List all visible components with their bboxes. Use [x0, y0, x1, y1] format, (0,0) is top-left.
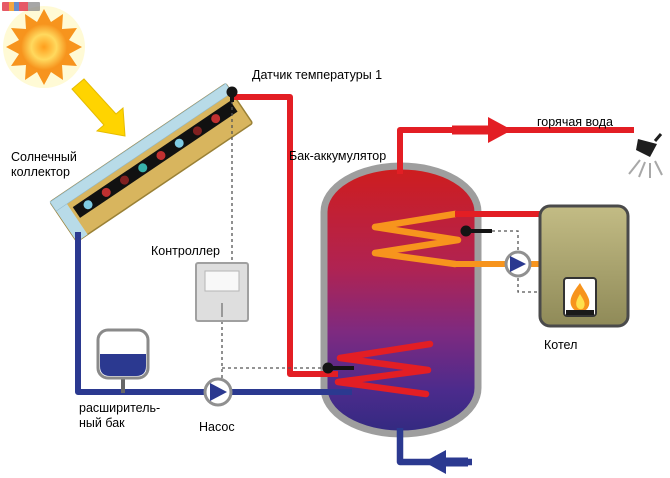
sun-core	[21, 24, 67, 70]
boiler-grate	[566, 310, 594, 315]
temperature-sensor-1	[226, 86, 238, 102]
top-heat-exchanger-coil	[371, 210, 462, 268]
hot-pipe-collector-to-tank	[234, 94, 338, 377]
wire-boiler-pump-to-boiler	[517, 278, 538, 293]
shower-icon	[628, 133, 663, 178]
flame-icon	[570, 283, 590, 313]
collector-tube-dots	[83, 114, 221, 210]
sunlight-arrow	[71, 78, 126, 137]
label-pump: Насос	[199, 420, 235, 434]
wire-tank-top-sensor-to-boiler-pump	[492, 230, 519, 250]
boiler	[538, 204, 630, 328]
expansion-tank	[96, 328, 150, 393]
label-boiler: Котел	[544, 338, 578, 352]
sun-icon	[3, 6, 85, 88]
solar-pump	[203, 377, 233, 407]
cold-water-flow-arrow	[424, 450, 468, 474]
controller-box	[195, 262, 249, 322]
hot-water-flow-arrow	[452, 117, 512, 143]
tank-bottom-sensor	[322, 362, 354, 374]
cold-pipe-tank-to-collector	[75, 232, 352, 395]
hot-water-outlet-pipe	[397, 127, 634, 174]
tank-top-sensor	[460, 225, 492, 237]
bottom-heat-exchanger-coil	[334, 340, 434, 398]
solar-collector	[49, 83, 253, 242]
label-expansion-tank-line2: ный бак	[79, 416, 125, 430]
label-solar-collector-line1: Солнечный	[11, 150, 77, 164]
label-expansion-tank-line1: расширитель-	[79, 401, 161, 415]
label-hot-water: горячая вода	[537, 115, 613, 129]
label-temperature-sensor: Датчик температуры 1	[252, 68, 383, 82]
watermark	[2, 2, 40, 11]
label-storage-tank: Бак-аккумулятор	[289, 149, 387, 163]
label-solar-collector-line2: коллектор	[11, 165, 70, 179]
boiler-pump	[504, 250, 532, 278]
label-controller: Контроллер	[151, 244, 220, 258]
